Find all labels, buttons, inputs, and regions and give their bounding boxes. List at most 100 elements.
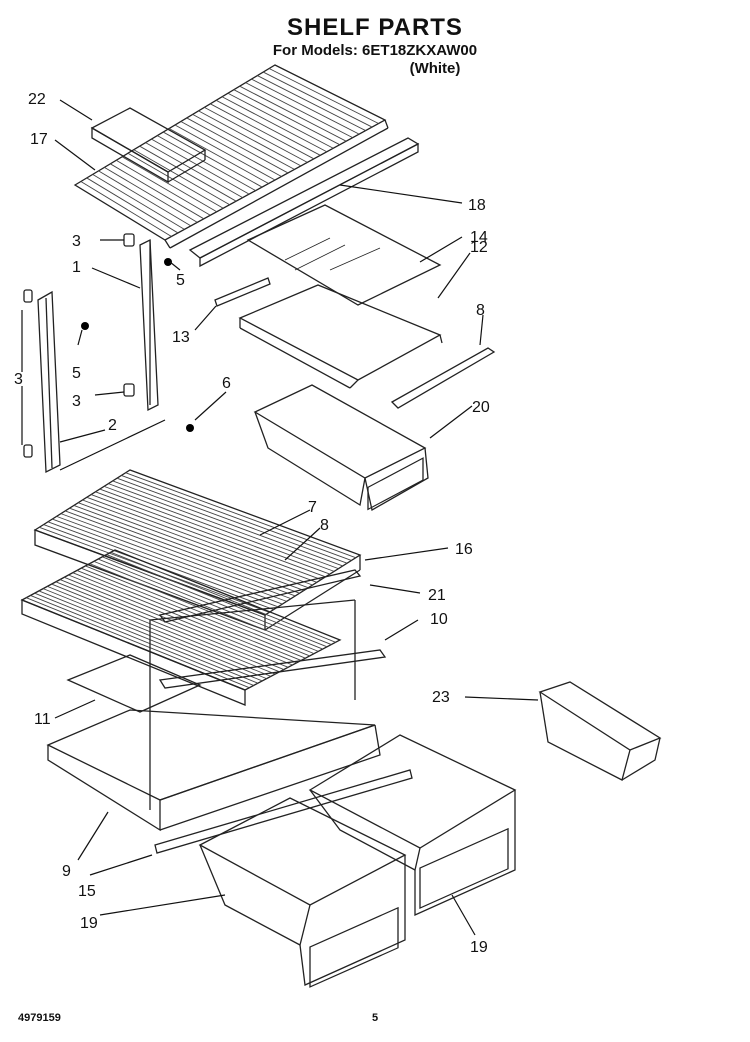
shelf-wire: [69, 507, 300, 594]
callout-17: 17: [30, 131, 48, 148]
low-shelf-wires: [26, 551, 336, 689]
screw-5: [81, 258, 194, 432]
shelf-wire: [56, 515, 287, 602]
page-header: SHELF PARTS For Models: 6ET18ZKXAW00 (Wh…: [0, 14, 750, 78]
color-note: (White): [409, 60, 461, 77]
shelf-wire: [47, 585, 272, 677]
callout-23: 23: [432, 689, 450, 706]
crisper-pan-20: [253, 384, 429, 512]
shelf-wire: [251, 78, 360, 135]
model-subtitle: For Models: 6ET18ZKXAW00: [272, 42, 478, 59]
shelf-wire: [204, 106, 308, 163]
callout-9: 9: [62, 863, 71, 880]
shelf-wire: [86, 496, 317, 583]
trim-strip-21: [158, 569, 387, 689]
shelf-wire: [34, 592, 259, 684]
shelf-wire: [78, 502, 309, 589]
callout-20: 20: [472, 399, 490, 416]
callout-13: 13: [172, 329, 190, 346]
top-shelf-wires: [80, 68, 379, 237]
top-wire-shelf: [73, 64, 389, 249]
shelf-wire: [110, 163, 205, 220]
butter-bin-23: [538, 681, 662, 781]
callout-14: 14: [470, 229, 488, 246]
shelf-wire: [76, 570, 302, 661]
wire-shelf-10: [20, 549, 342, 706]
callout-19-right: 19: [470, 939, 488, 956]
shelf-wire: [157, 135, 256, 191]
shelf-wire: [174, 124, 276, 181]
shelf-wire: [86, 177, 179, 234]
shelf-wire: [60, 513, 292, 600]
shelf-wire: [210, 103, 315, 160]
shelf-wire: [245, 82, 353, 139]
shelf-wire: [90, 494, 322, 580]
shelf-wire: [80, 181, 172, 237]
page-title: SHELF PARTS: [287, 14, 463, 41]
callout-3-left: 3: [14, 371, 23, 388]
callout-1: 1: [72, 259, 81, 276]
crisper-drawer-left: [198, 797, 407, 988]
shelf-wire: [125, 472, 356, 559]
shelf-wire: [227, 92, 334, 149]
trim-strip-15: [154, 769, 413, 854]
callout-6: 6: [222, 375, 231, 392]
shelf-wire: [89, 563, 315, 655]
shelf-wire: [145, 142, 243, 199]
shelf-wire: [52, 518, 283, 605]
shelf-wire: [198, 110, 302, 167]
shelf-wire: [95, 491, 326, 578]
callout-11: 11: [34, 711, 51, 728]
document-number: 4979159: [18, 1012, 61, 1024]
trim-strip-8-upper: [390, 347, 496, 409]
page-number: 5: [372, 1012, 379, 1024]
shelf-wire: [55, 581, 280, 673]
glass-shelf-panel: [246, 204, 442, 306]
shelf-wire: [263, 71, 373, 128]
shelf-wire: [112, 480, 343, 567]
shelf-frame-12: [238, 284, 443, 389]
callout-15: 15: [78, 883, 96, 900]
callout-7: 7: [308, 499, 317, 516]
side-bracket-2: [37, 290, 61, 474]
shelf-wire: [168, 128, 269, 184]
shelf-wire: [121, 156, 217, 213]
shelf-wire: [73, 505, 305, 591]
shelf-wire: [106, 554, 332, 645]
shelf-wire: [47, 521, 279, 608]
crisper-frame-9: [46, 599, 381, 832]
shelf-wire: [127, 152, 224, 209]
shelf-wire: [215, 99, 321, 156]
shelf-wire: [268, 68, 379, 124]
callout-2: 2: [108, 417, 117, 434]
shelf-wire: [121, 475, 352, 561]
shelf-wire: [93, 560, 319, 652]
shelf-wire: [98, 170, 192, 227]
callout-8-top: 8: [476, 302, 485, 319]
callout-3-top: 3: [72, 233, 81, 250]
callout-21: 21: [428, 587, 446, 604]
shelf-wire: [239, 85, 347, 142]
shelf-wire: [103, 485, 335, 572]
callout-8-mid: 8: [320, 517, 329, 534]
shelf-wire: [108, 483, 339, 570]
callout-10: 10: [430, 611, 448, 628]
callout-5-top: 5: [176, 272, 185, 289]
shelf-wire: [233, 89, 340, 146]
callout-3-mid: 3: [72, 393, 81, 410]
shelf-wire: [115, 159, 211, 216]
crisper-cover-glass-11: [66, 654, 202, 713]
shelf-wire: [139, 145, 237, 202]
shelf-wire: [65, 510, 296, 597]
shelf-trim-18: [188, 137, 420, 268]
callout-18: 18: [468, 197, 486, 214]
shelf-wire: [133, 149, 230, 206]
shelf-wire: [192, 114, 295, 170]
shelf-wire: [51, 583, 276, 675]
shelf-wire: [221, 96, 327, 153]
shelf-ladder-bracket: [139, 238, 159, 412]
callout-12: 12: [470, 239, 488, 256]
shelf-wire: [59, 579, 285, 670]
shelf-wire: [99, 488, 330, 575]
